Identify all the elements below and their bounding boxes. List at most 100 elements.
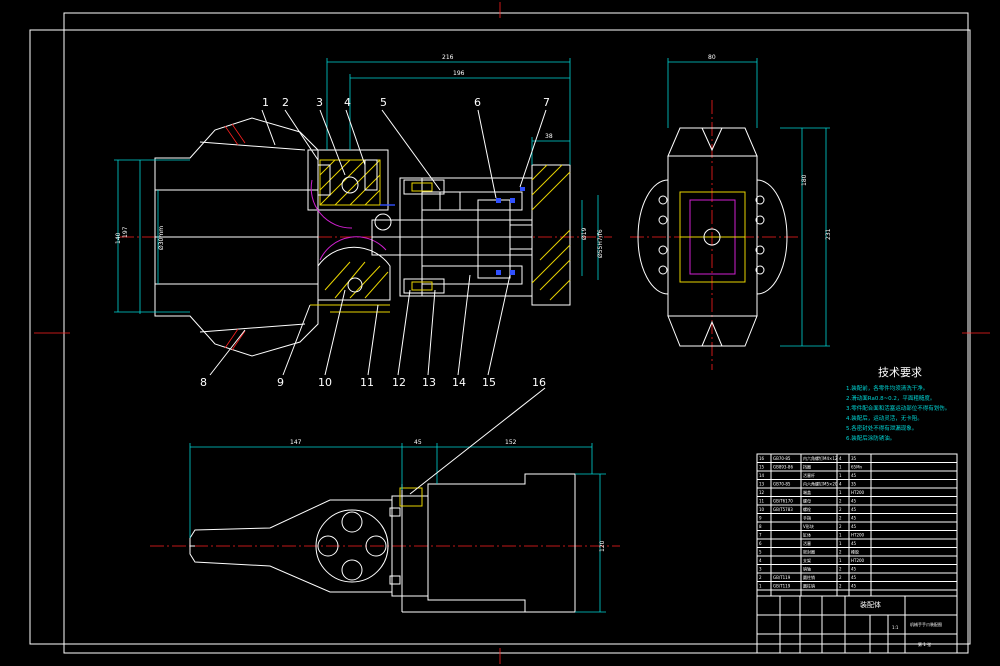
bom-cell: 圆柱销 <box>803 574 815 580</box>
dim-197: 197 <box>122 226 129 238</box>
bom-cell: 螺母 <box>803 498 811 504</box>
bom-cell: 1 <box>839 533 842 538</box>
bom-cell: V形块 <box>803 523 814 529</box>
bom-cell: 内六角螺钉M5×20 <box>803 481 838 487</box>
tech-line-2: 2.滑动面Ra0.8~0.2，平面粗糙度。 <box>846 394 935 402</box>
bom-cell: 1 <box>839 558 842 563</box>
balloon-12: 12 <box>392 376 406 389</box>
upper-pivot-block <box>307 149 392 231</box>
bom-cell: 13 <box>759 482 765 487</box>
bom-cell: 支架 <box>803 557 811 563</box>
tech-line-3: 3.零件配合面和活塞运动部位不得有划伤。 <box>846 404 950 412</box>
dim-147: 147 <box>290 439 302 446</box>
bom-cell: 橡胶 <box>851 549 859 555</box>
balloon-3: 3 <box>316 96 323 109</box>
balloon-1: 1 <box>262 96 269 109</box>
balloon-13: 13 <box>422 376 436 389</box>
side-dimension-lines <box>667 58 830 347</box>
dim-38: 38 <box>545 133 553 140</box>
bom-cell: 2 <box>839 516 842 521</box>
bom-cell: GB/T5783 <box>773 507 793 512</box>
balloon-7: 7 <box>543 96 550 109</box>
lower-finger <box>154 283 319 357</box>
balloon-14: 14 <box>452 376 466 389</box>
dim-fit: Ø55H7/f6 <box>597 229 604 258</box>
pivot-bolts <box>317 159 378 196</box>
bom-cell: 10 <box>759 507 765 512</box>
bom-cell: GB893-86 <box>773 465 793 470</box>
bom-cell: 8 <box>759 524 762 529</box>
balloon-10: 10 <box>318 376 332 389</box>
bom-cell: 9 <box>759 516 762 521</box>
bom-cell: HT200 <box>851 490 865 495</box>
bom-cell: HT200 <box>851 533 865 538</box>
technical-requirements: 技术要求 1.装配前，各零件均须清洗干净。 2.滑动面Ra0.8~0.2，平面粗… <box>846 366 950 442</box>
bom-cell: 45 <box>851 524 857 529</box>
bom-cell: 15 <box>759 465 765 470</box>
leaders-bottom <box>209 274 511 376</box>
side-view: 80 180 231 <box>630 54 832 370</box>
tech-line-1: 1.装配前，各零件均须清洗干净。 <box>846 384 928 392</box>
bom-cell: 2 <box>839 524 842 529</box>
bom-cell: 14 <box>759 473 765 478</box>
bom-cell: 活塞杆 <box>803 472 815 478</box>
bom-cell: 2 <box>839 499 842 504</box>
top-view: 147 45 152 120 16 <box>150 376 620 613</box>
bom-cell: GB/T119 <box>773 575 791 580</box>
bom-cell: 11 <box>759 499 765 504</box>
bom-cell: 45 <box>851 584 857 589</box>
bom-cell: 2 <box>839 584 842 589</box>
bom-cell: 45 <box>851 473 857 478</box>
bom-cell: 活塞 <box>803 540 811 546</box>
bom-cell: 缸体 <box>803 532 811 538</box>
bom-cell: 7 <box>759 533 762 538</box>
bom-cell: 1 <box>839 465 842 470</box>
dimension-lines-left <box>114 159 190 314</box>
bom-cell: 45 <box>851 499 857 504</box>
title-block: 装配体 机械手手爪装配图 1:1 第 1 张 <box>756 595 958 654</box>
tech-line-5: 5.各密封处不得有泄漏现象。 <box>846 424 917 432</box>
bom-cell: 2 <box>759 575 762 580</box>
dim-152: 152 <box>505 439 517 446</box>
dim-140: 140 <box>115 232 122 244</box>
bom-cell: 45 <box>851 541 857 546</box>
bom-cell: 密封圈 <box>803 549 815 555</box>
dimension-lines-right <box>581 195 599 280</box>
dim-30: Ø30mm <box>158 226 165 250</box>
bom-cell: GB70-85 <box>773 482 791 487</box>
dim-216: 216 <box>442 54 454 61</box>
bom-cell: GB/T6170 <box>773 499 793 504</box>
bom-cell: 1 <box>839 541 842 546</box>
bom-cell: 45 <box>851 567 857 572</box>
bom-cell: 3 <box>759 567 762 572</box>
bom-cell: 挡圈 <box>803 464 811 470</box>
bom-cell: 1 <box>839 490 842 495</box>
drawing-title: 装配体 <box>860 600 881 609</box>
bom-cell: 4 <box>759 558 762 563</box>
sheet-inner-border <box>63 12 969 654</box>
bom-cell: 35 <box>851 456 857 461</box>
dim-phi19: Ø19 <box>581 227 588 240</box>
sheet-center-marks <box>34 2 990 664</box>
bom-cell: 2 <box>839 575 842 580</box>
balloon-6: 6 <box>474 96 481 109</box>
bom-cell: 内六角螺钉M4×12 <box>803 455 838 461</box>
bom-cell: 4 <box>839 456 842 461</box>
flange-screws <box>403 179 445 294</box>
sheet-outer-border <box>29 29 971 645</box>
bom-cell: 螺栓 <box>803 506 811 512</box>
dim-120: 120 <box>599 540 606 552</box>
front-view: 216 196 38 197 140 Ø30mm Ø19 Ø55H7/f6 <box>114 54 612 389</box>
dim-180: 180 <box>801 174 808 186</box>
balloon-5: 5 <box>380 96 387 109</box>
balloon-8: 8 <box>200 376 207 389</box>
balloon-16: 16 <box>532 376 546 389</box>
bom-cell: 6 <box>759 541 762 546</box>
bom-cell: 端盖 <box>803 489 811 495</box>
sheet-number: 第 1 张 <box>918 641 931 647</box>
top-view-dimensions <box>189 443 606 613</box>
tech-title: 技术要求 <box>878 366 922 379</box>
balloon-11: 11 <box>360 376 374 389</box>
leaders-top <box>261 109 547 199</box>
